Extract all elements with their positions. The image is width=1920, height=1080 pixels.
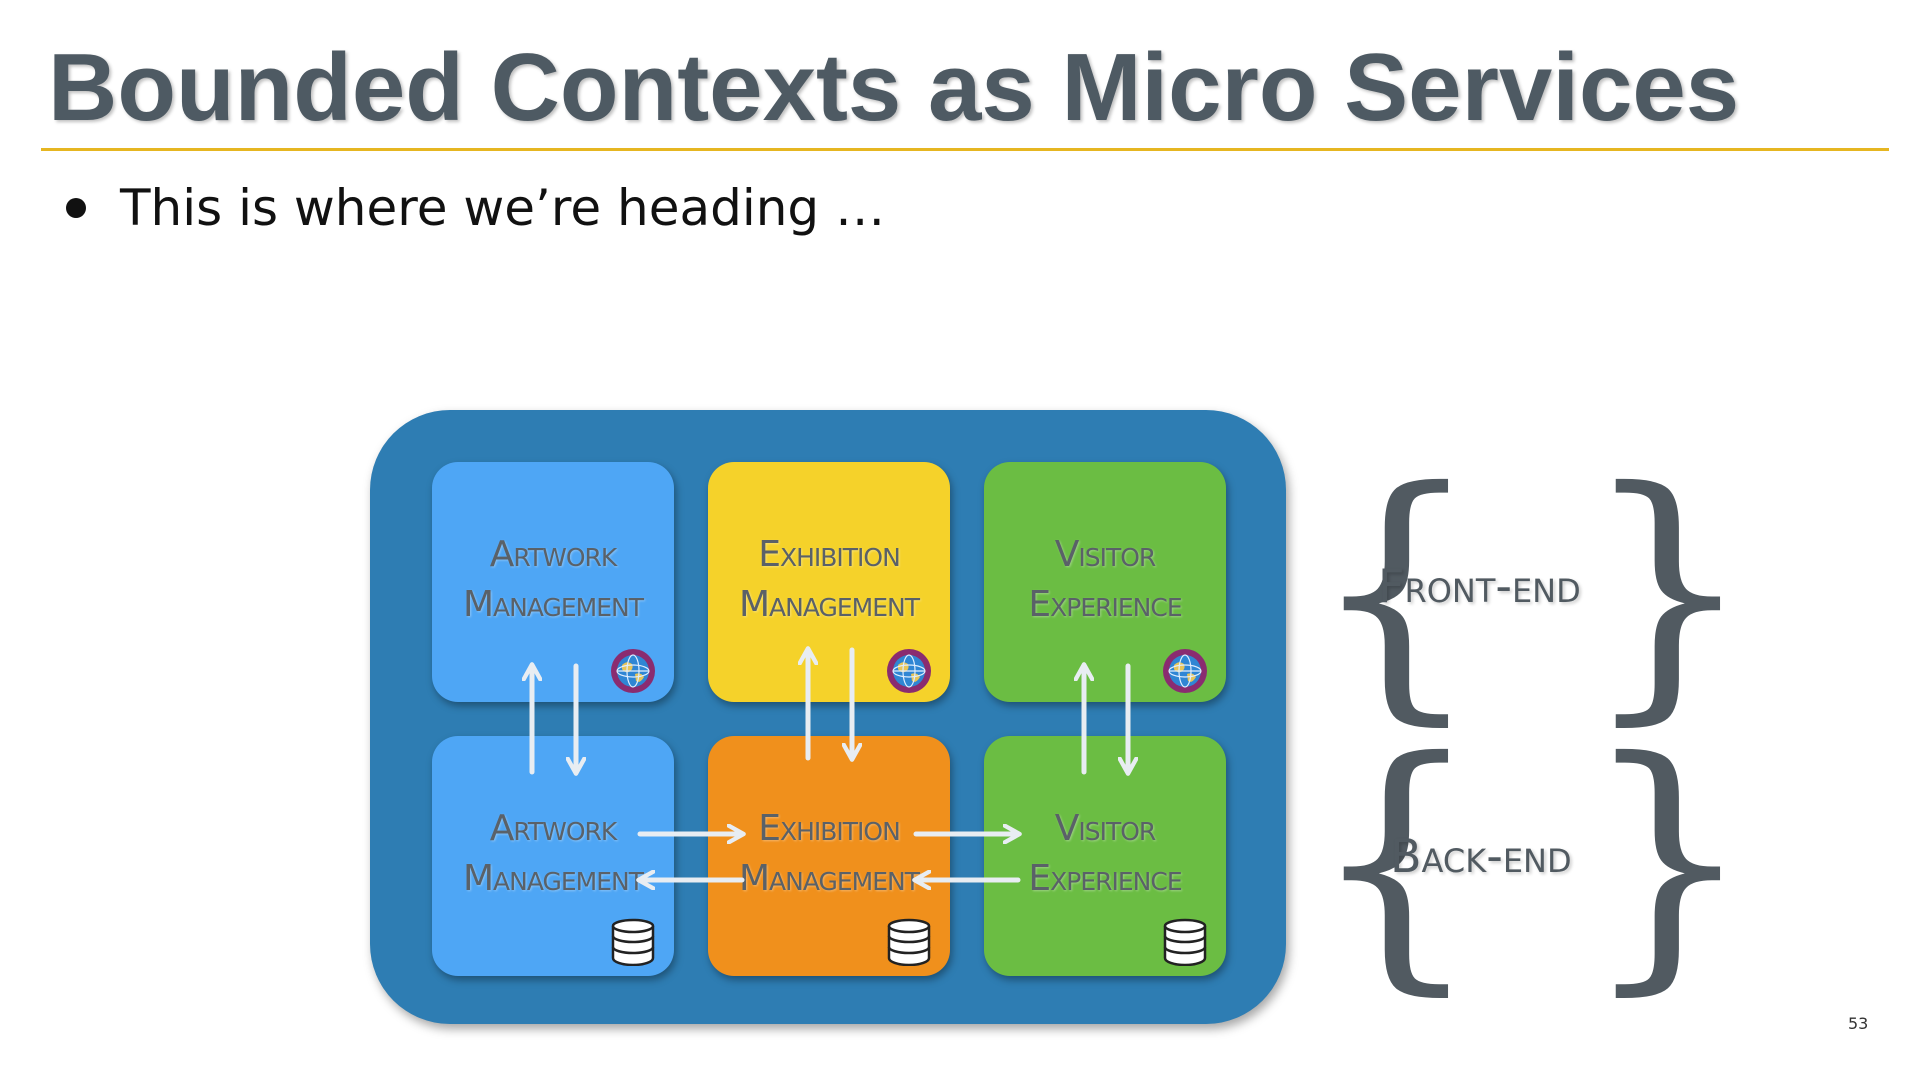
tile-artwork-front-end: Artwork Management: [432, 462, 674, 702]
tile-exhibition-back-end: Exhibition Management: [708, 736, 950, 976]
database-icon: [1163, 918, 1207, 966]
globe-icon: [1163, 649, 1207, 693]
tile-label: Visitor Experience: [984, 804, 1226, 904]
tile-label-line2: Experience: [1028, 858, 1182, 899]
slide-title: Bounded Contexts as Micro Services: [48, 34, 1740, 141]
tile-exhibition-front-end: Exhibition Management: [708, 462, 950, 702]
tile-label-line1: Visitor: [1054, 808, 1157, 849]
tile-label-line1: Exhibition: [758, 534, 901, 575]
tile-label: Artwork Management: [432, 804, 674, 904]
microservices-container: Artwork Management Exhibition Management: [370, 410, 1286, 1024]
title-divider: [41, 148, 1889, 151]
bullet-dot: [66, 197, 86, 218]
tile-label: Exhibition Management: [708, 804, 950, 904]
back-end-right-brace: }: [1582, 703, 1754, 1018]
tile-label-line2: Management: [462, 858, 644, 899]
tile-label-line1: Visitor: [1054, 534, 1157, 575]
tile-visitor-back-end: Visitor Experience: [984, 736, 1226, 976]
tile-visitor-front-end: Visitor Experience: [984, 462, 1226, 702]
back-end-left-brace: {: [1310, 703, 1482, 1018]
tile-label-line2: Management: [738, 858, 920, 899]
tile-label-line1: Exhibition: [758, 808, 901, 849]
tile-label-line2: Experience: [1028, 584, 1182, 625]
tile-label-line1: Artwork: [489, 808, 618, 849]
tile-label-line1: Artwork: [489, 534, 618, 575]
database-icon: [611, 918, 655, 966]
globe-icon: [611, 649, 655, 693]
globe-icon: [887, 649, 931, 693]
tile-label: Artwork Management: [432, 530, 674, 630]
tile-label: Visitor Experience: [984, 530, 1226, 630]
tile-label-line2: Management: [738, 584, 920, 625]
database-icon: [887, 918, 931, 966]
bullet-text: This is where we’re heading …: [120, 179, 886, 237]
front-end-right-brace: }: [1582, 433, 1754, 748]
page-number: 53: [1848, 1014, 1869, 1033]
front-end-left-brace: {: [1310, 433, 1482, 748]
front-end-label: Front-end: [1378, 559, 1581, 613]
back-end-label: Back-end: [1390, 829, 1572, 883]
tile-artwork-back-end: Artwork Management: [432, 736, 674, 976]
bullet-item: This is where we’re heading …: [66, 178, 885, 238]
tile-label: Exhibition Management: [708, 530, 950, 630]
tile-label-line2: Management: [462, 584, 644, 625]
